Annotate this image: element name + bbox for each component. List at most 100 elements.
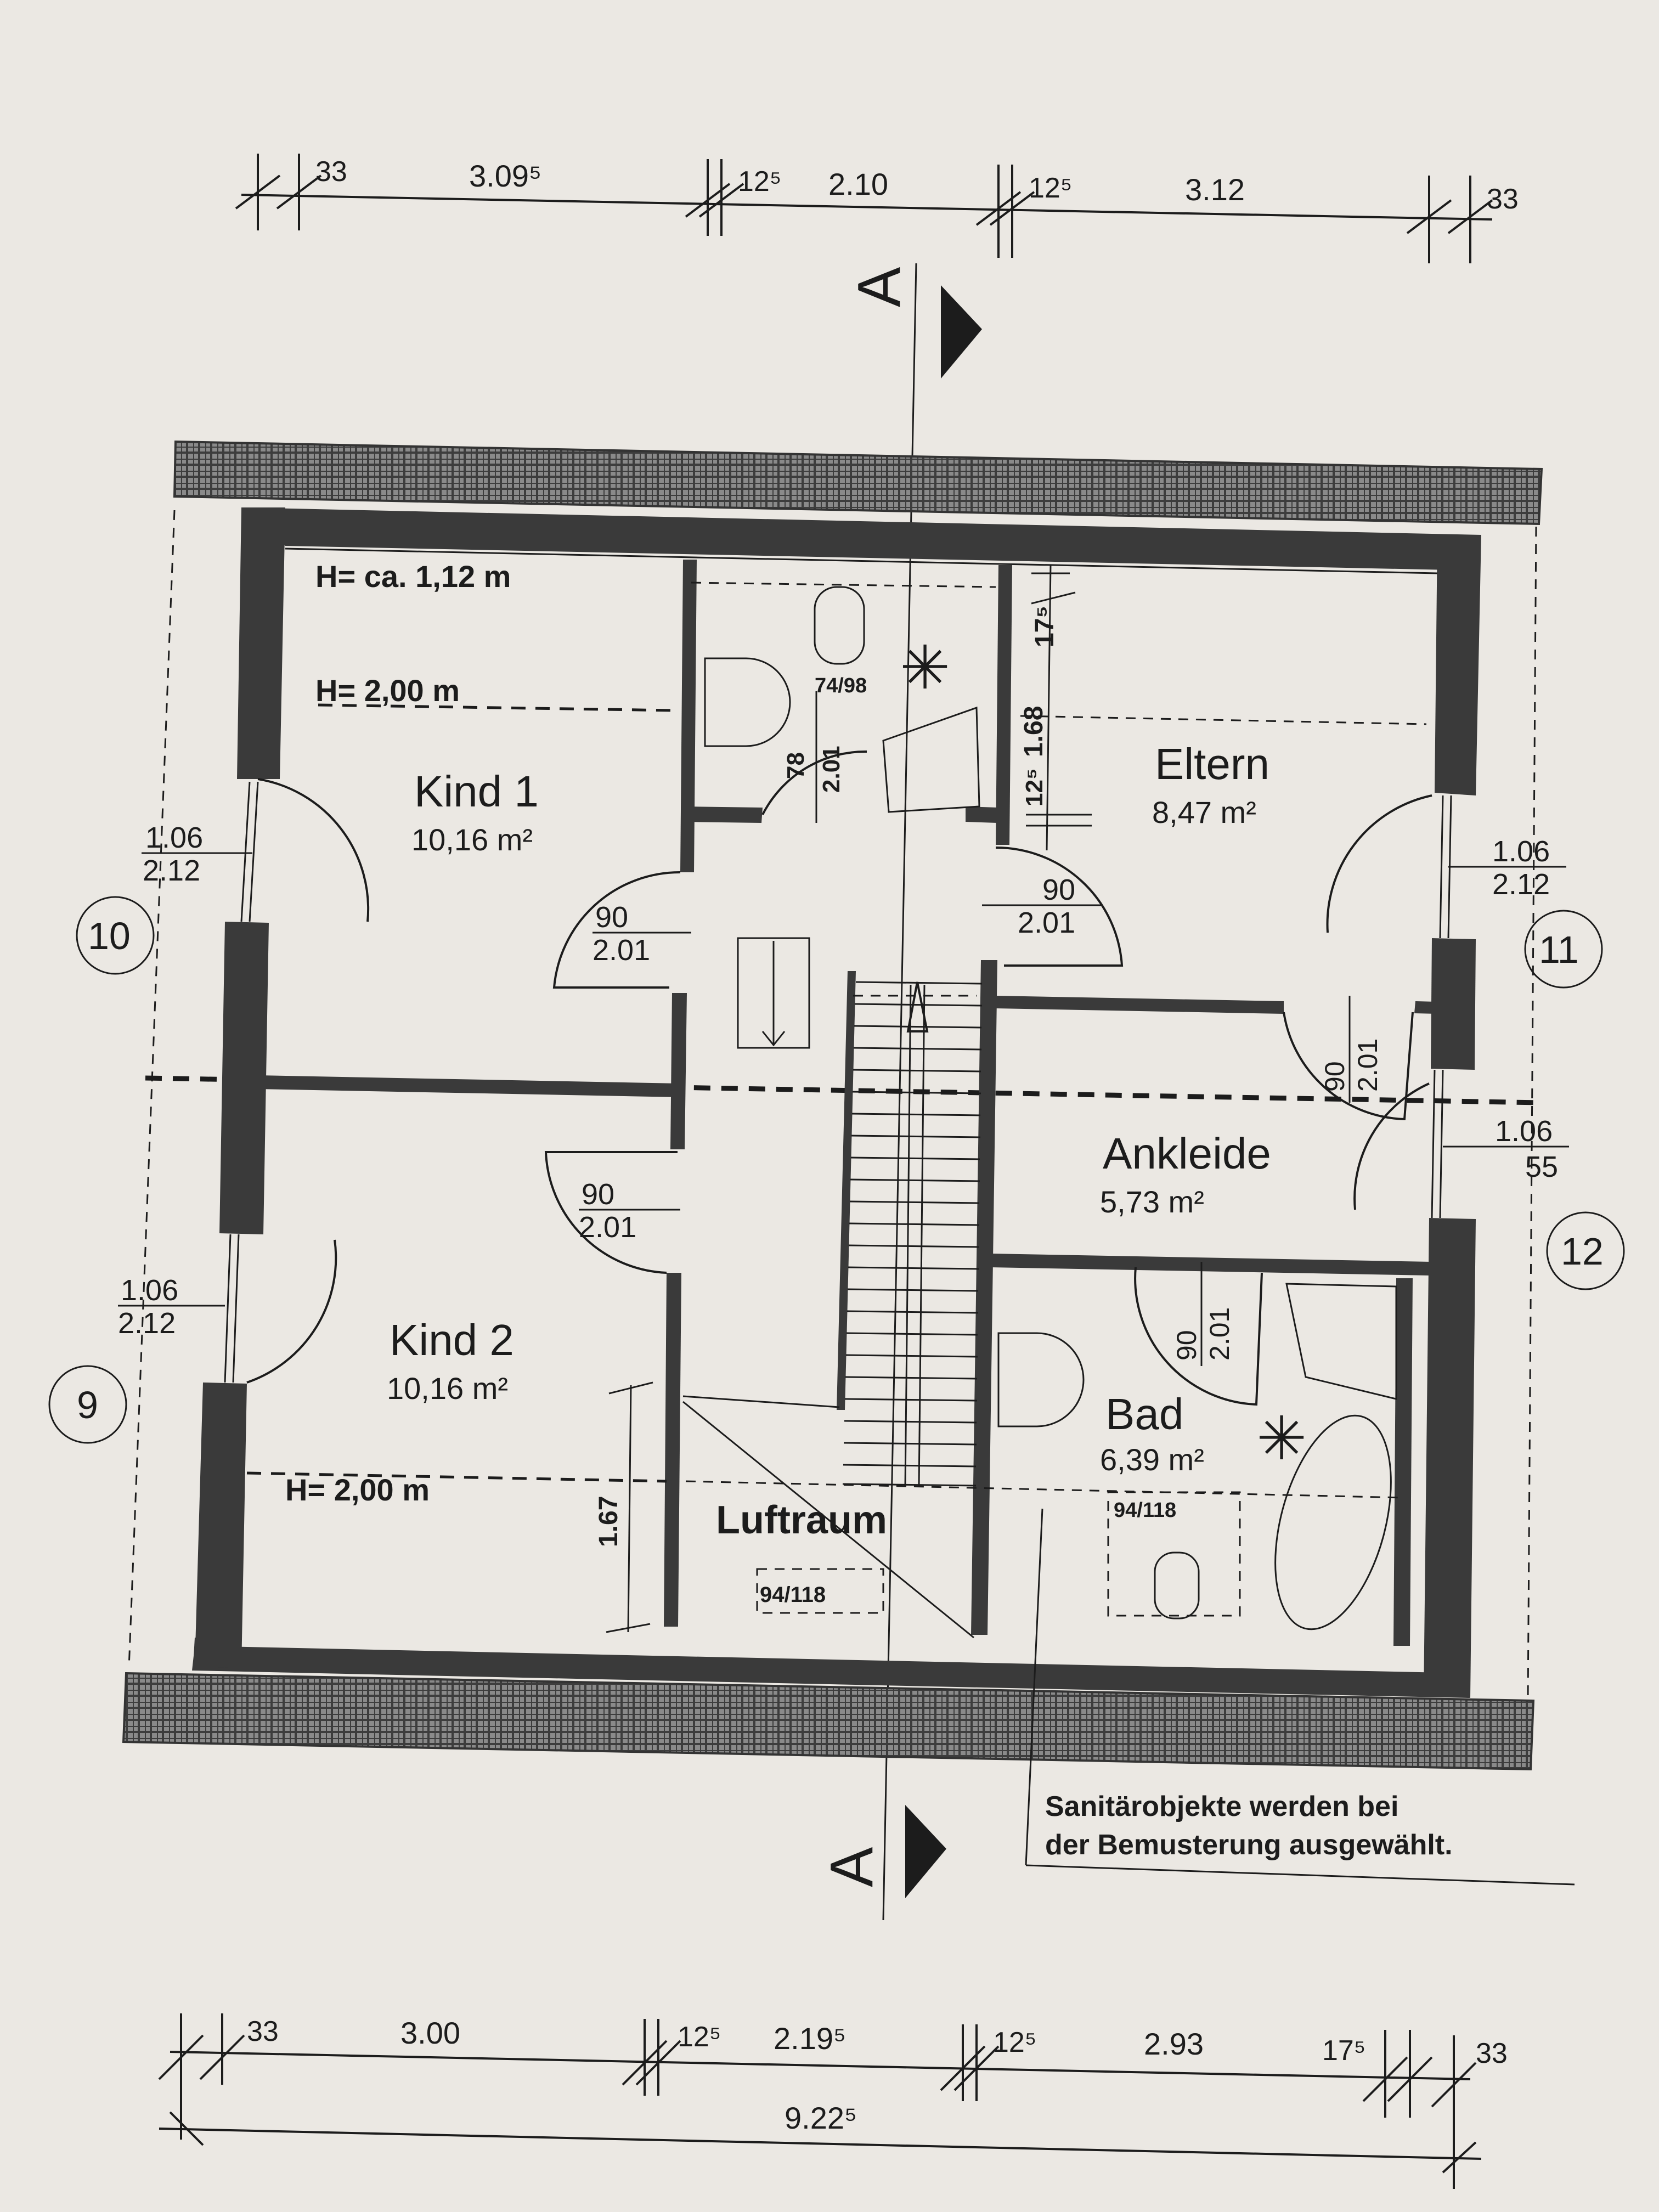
shower-bad-label: 94/118 — [1114, 1499, 1176, 1522]
dim-125-vertical: 12⁵ — [1021, 768, 1048, 806]
exterior-walls — [192, 507, 1481, 1698]
room-labels: Kind 1 10,16 m² Kind 2 10,16 m² Eltern 8… — [387, 740, 1271, 1607]
top-dim-wall-2: 12⁵ — [1029, 172, 1072, 204]
top-dim-33-left: 33 — [315, 156, 347, 188]
note-line-1: Sanitärobjekte werden bei — [1045, 1791, 1398, 1822]
axis-circle-9 — [48, 1365, 127, 1444]
bottom-dim-total: 9.22⁵ — [785, 2101, 857, 2135]
room-kind2-area: 10,16 m² — [387, 1371, 508, 1406]
stair-direction-arrow-icon — [906, 981, 929, 1032]
win-right-mid-height: 55 — [1525, 1150, 1558, 1183]
door-kind2-height: 2.01 — [579, 1211, 636, 1244]
section-arrow-bottom-icon — [905, 1805, 946, 1898]
note-block: Sanitärobjekte werden bei der Bemusterun… — [1025, 1508, 1575, 1886]
dim-168: 1.68 — [1019, 706, 1048, 757]
section-marker-top: A — [845, 267, 913, 307]
axis-circle-11 — [1524, 910, 1603, 989]
top-dim-eltern: 3.12 — [1185, 172, 1245, 207]
bottom-dimension-line: 33 3.00 12⁵ 2.19⁵ 12⁵ 2.93 17⁵ 33 9.22⁵ — [158, 2013, 1508, 2189]
height-labels: H= ca. 1,12 m H= 2,00 m H= 2,00 m — [285, 559, 511, 1507]
corner-bath-bad — [1285, 1283, 1397, 1400]
interior-walls — [258, 560, 1437, 1646]
top-dim-33-right: 33 — [1487, 183, 1519, 215]
corner-bath-wc-room — [882, 706, 980, 813]
axis-circle-10 — [76, 896, 155, 975]
note-line-2: der Bemusterung ausgewählt. — [1045, 1829, 1453, 1861]
section-arrow-top-icon — [941, 285, 982, 379]
sanitary-objects: 74/98 94/118 ✳ ✳ — [704, 586, 1397, 1630]
axis-label-9: 9 — [77, 1384, 98, 1426]
opening-labels: 1.06 2.12 1.06 2.12 1.06 2.12 1.06 55 90… — [118, 691, 1569, 1366]
door-kind2-width: 90 — [582, 1178, 614, 1211]
door-ankleide-height: 2.01 — [1352, 1039, 1383, 1092]
room-kind1-area: 10,16 m² — [411, 822, 533, 857]
shower-bad — [1107, 1491, 1241, 1617]
room-kind2-name: Kind 2 — [390, 1316, 514, 1364]
top-dim-kind1: 3.09⁵ — [469, 159, 541, 193]
win-right-top-height: 2.12 — [1492, 868, 1550, 901]
toilet-wc-room — [814, 586, 865, 665]
sink-bad — [997, 1332, 1085, 1427]
attic-hatch — [737, 937, 810, 1049]
staircase — [737, 937, 983, 1487]
dim-167: 1.67 — [594, 1496, 623, 1547]
win-left-bottom-height: 2.12 — [118, 1307, 176, 1340]
section-marker-bottom: A — [818, 1847, 885, 1887]
toilet-bad — [1154, 1551, 1200, 1620]
height-lines — [246, 582, 1427, 1499]
win-left-top-height: 2.12 — [143, 854, 200, 887]
sink-wc-room — [704, 657, 791, 747]
light-fixture-wc-icon: ✳ — [900, 634, 950, 702]
height-label-112: H= ca. 1,12 m — [315, 559, 511, 594]
axis-label-12: 12 — [1561, 1230, 1604, 1273]
dim-175: 17⁵ — [1030, 606, 1059, 647]
bottom-dim-bad: 2.93 — [1144, 2027, 1204, 2061]
axis-markers: 10 11 12 9 — [48, 896, 1625, 1444]
room-luftraum-name: Luftraum — [716, 1498, 887, 1542]
door-kind1-height: 2.01 — [592, 934, 650, 967]
door-eltern-width: 90 — [1042, 873, 1075, 906]
top-dim-middle: 2.10 — [828, 167, 888, 201]
bottom-dim-wall-1: 12⁵ — [678, 2021, 721, 2053]
win-right-top-width: 1.06 — [1492, 835, 1550, 868]
room-ankleide-name: Ankleide — [1103, 1129, 1271, 1178]
room-eltern-area: 8,47 m² — [1152, 795, 1256, 830]
doors — [224, 750, 1452, 1406]
height-label-200-top: H= 2,00 m — [315, 673, 460, 708]
room-ankleide-area: 5,73 m² — [1100, 1184, 1204, 1219]
height-label-200-bottom: H= 2,00 m — [285, 1472, 430, 1507]
door-eltern-height: 2.01 — [1018, 906, 1075, 939]
room-eltern-name: Eltern — [1155, 740, 1269, 788]
bottom-dim-33-left: 33 — [247, 2016, 279, 2047]
top-dim-wall-1: 12⁵ — [738, 166, 781, 198]
axis-label-10: 10 — [88, 915, 131, 957]
axis-label-11: 11 — [1539, 928, 1579, 971]
luftraum-box — [756, 1568, 884, 1614]
luftraum-tag: 94/118 — [760, 1583, 826, 1607]
bottom-dim-middle: 2.19⁵ — [774, 2021, 846, 2056]
roof-eaves — [122, 440, 1543, 1771]
door-bad-height: 2.01 — [1204, 1307, 1235, 1361]
bottom-dim-33-right: 33 — [1476, 2038, 1508, 2069]
axis-circle-12 — [1546, 1211, 1625, 1290]
win-left-bottom-width: 1.06 — [121, 1274, 178, 1307]
room-bad-area: 6,39 m² — [1100, 1442, 1204, 1477]
bathtub-bad — [1274, 1414, 1392, 1630]
bottom-dim-wall-2: 12⁵ — [993, 2027, 1036, 2058]
bottom-dim-kind2: 3.00 — [400, 2016, 460, 2050]
interior-dimensions: 17⁵ 1.68 12⁵ 1.67 — [594, 565, 1092, 1633]
win-right-mid-width: 1.06 — [1495, 1115, 1553, 1148]
room-bad-name: Bad — [1105, 1390, 1183, 1438]
door-kind1-width: 90 — [595, 901, 628, 934]
win-left-top-width: 1.06 — [145, 821, 203, 854]
light-fixture-bad-icon: ✳ — [1256, 1405, 1307, 1472]
luftraum-diagonal — [682, 1401, 974, 1639]
door-bad-width: 90 — [1171, 1330, 1202, 1361]
door-wc-width: 78 — [782, 752, 809, 779]
bottom-dim-175: 17⁵ — [1322, 2035, 1365, 2067]
shower-small-label: 74/98 — [815, 674, 867, 697]
room-kind1-name: Kind 1 — [414, 767, 539, 816]
top-dimension-line: 33 3.09⁵ 12⁵ 2.10 12⁵ 3.12 33 — [235, 154, 1519, 263]
